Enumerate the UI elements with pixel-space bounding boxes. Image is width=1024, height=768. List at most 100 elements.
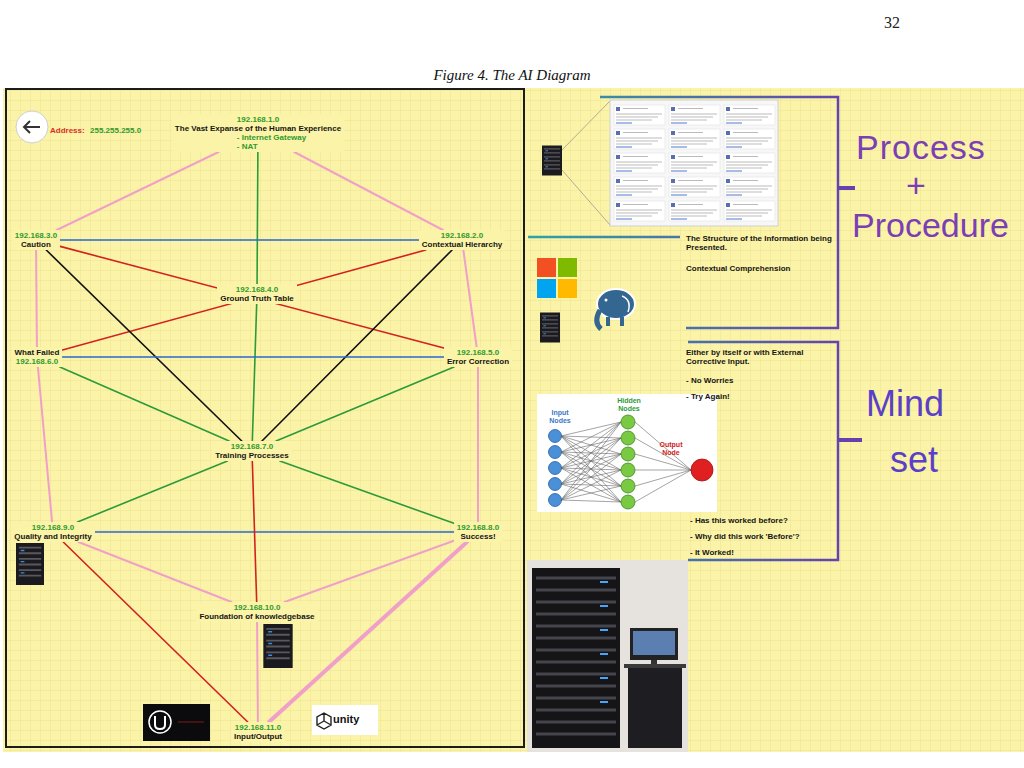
network-link [60, 367, 229, 441]
handwritten-note: Process [856, 128, 986, 166]
monitor-screen [633, 631, 675, 655]
node-address: 192.168.1.0 [175, 115, 341, 124]
postgresql-legs [608, 317, 622, 326]
node-label: Quality and Integrity [14, 532, 91, 541]
bracket [688, 342, 838, 560]
figure-label: Input Nodes [545, 409, 575, 425]
node-label: Error Correction [447, 357, 509, 366]
postgresql-ear [622, 296, 629, 312]
node-address: - NAT [175, 142, 341, 151]
neural-network-figure [537, 394, 717, 512]
input-node [549, 430, 562, 443]
postgresql-trunk [597, 310, 601, 329]
node-label: Foundation of knowledgebase [199, 612, 314, 621]
monitor-stand [651, 660, 657, 664]
hidden-node [621, 495, 635, 509]
node-address: - Internet Gateway [175, 133, 341, 142]
node-label: The Vast Expanse of the Human Experience [175, 124, 341, 133]
screenshot-cards [612, 103, 777, 223]
network-link [38, 367, 52, 522]
network-link [46, 250, 242, 441]
unity-logo-cube [317, 713, 331, 729]
bracket [528, 97, 838, 328]
equipment-cabinet [628, 668, 682, 748]
network-node: 192.168.10.0Foundation of knowledgebase [196, 602, 317, 622]
node-label: Ground Truth Table [220, 294, 294, 303]
figure-caption: Figure 4. The AI Diagram [0, 66, 1024, 84]
network-weights [561, 422, 691, 502]
hidden-node [621, 479, 635, 493]
hidden-node [621, 431, 635, 445]
network-link [62, 356, 443, 358]
note-text: Contextual Comprehension [686, 264, 790, 273]
node-label: Contextual Hierarchy [422, 240, 502, 249]
network-link [57, 152, 219, 230]
server-rack-icon [16, 543, 44, 585]
microsoft-logo [558, 279, 577, 298]
microsoft-logo [558, 258, 577, 277]
network-link [79, 542, 232, 602]
unreal-logo-mark [155, 716, 165, 729]
network-link [269, 542, 467, 722]
network-panel: Address: 255.255.255.0 192.168.1.0The Vast… [5, 88, 525, 748]
logo-text: unity [333, 713, 359, 726]
paper-ground [3, 88, 1024, 752]
network-link [294, 152, 443, 230]
network-node: 192.168.8.0Success! [454, 522, 502, 542]
network-node: 192.168.2.0Contextual Hierarchy [419, 230, 505, 250]
network-node: 192.168.5.0Error Correction [444, 347, 512, 367]
input-node [549, 494, 562, 507]
paper-grid [3, 88, 1024, 752]
server-rack-icon [263, 624, 292, 668]
node-label: Success! [457, 532, 499, 541]
input-node [549, 478, 562, 491]
network-link [252, 304, 256, 441]
network-link [285, 541, 454, 602]
bracket-tick [838, 186, 855, 190]
unreal-logo-ring [149, 711, 171, 733]
screenshot [610, 100, 778, 226]
back-arrow [24, 121, 40, 133]
network-link [95, 531, 454, 533]
node-label: Caution [15, 240, 57, 249]
network-link [60, 239, 419, 241]
hidden-node [621, 447, 635, 461]
figure-label: Output Node [655, 441, 687, 457]
rack-units [536, 578, 616, 734]
handwritten-note: set [890, 440, 938, 480]
note-text: - Has this worked before? [690, 516, 788, 525]
node-address: 192.168.7.0 [215, 442, 288, 451]
node-address: Address: [50, 126, 85, 135]
rack-leds [600, 582, 608, 702]
node-address: 192.168.11.0 [234, 723, 282, 732]
note-text: - No Worries [686, 376, 733, 385]
network-node: 192.168.1.0The Vast Expanse of the Human… [172, 114, 344, 152]
postgresql-logo [597, 289, 635, 319]
monitor [630, 628, 678, 660]
node-address: 255.255.255.0 [90, 126, 141, 135]
node-label: Training Processes [215, 451, 288, 460]
note-text: - Why did this work 'Before'? [690, 532, 800, 541]
server-room-photo [527, 560, 688, 752]
note-text: The Structure of the Information being P… [686, 234, 834, 252]
server-rack-icon [542, 146, 562, 176]
node-label: What Failed [15, 348, 60, 357]
handwritten-note: Procedure [852, 206, 1009, 244]
back-button [16, 111, 48, 143]
postgresql-eye [605, 299, 608, 302]
network-link [62, 250, 425, 350]
connector-group [36, 152, 478, 722]
output-node [691, 459, 713, 481]
node-address: 192.168.3.0 [15, 231, 57, 240]
node-address: 192.168.8.0 [457, 523, 499, 532]
handwritten-note: Mind [866, 384, 944, 424]
unreal-logo-glow [178, 722, 204, 723]
node-address: 192.168.9.0 [14, 523, 91, 532]
node-address: 192.168.5.0 [447, 348, 509, 357]
microsoft-logo [537, 279, 556, 298]
hidden-node-group [621, 415, 635, 509]
server-rack [532, 568, 620, 748]
network-link [256, 152, 258, 284]
leader-line [562, 101, 610, 225]
page-number: 32 [884, 14, 900, 32]
